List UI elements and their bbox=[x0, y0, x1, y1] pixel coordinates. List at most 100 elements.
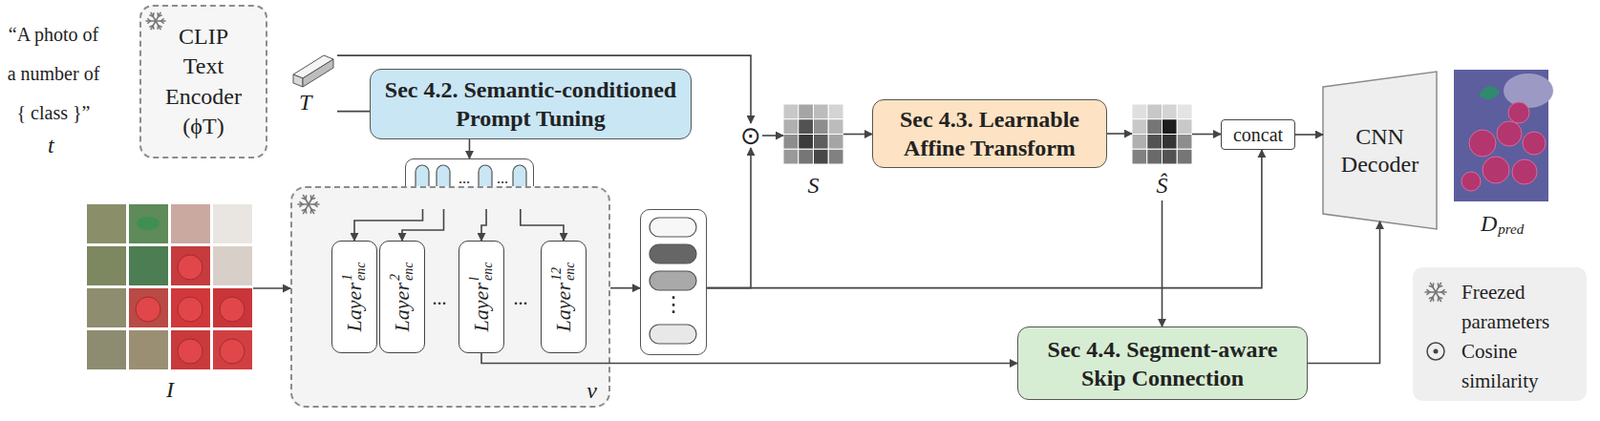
graphic-part bbox=[1431, 297, 1434, 301]
image-tile bbox=[86, 204, 127, 244]
bar-face bbox=[302, 59, 334, 87]
snowflake-icon bbox=[146, 12, 166, 29]
grid-cell bbox=[828, 104, 844, 120]
grid-cell bbox=[828, 134, 844, 150]
module-box: Sec 4.4. Segment-aware Skip Connection bbox=[1017, 326, 1308, 401]
connector-arrow bbox=[520, 209, 564, 241]
grid-cell bbox=[783, 104, 799, 120]
node-text: concat bbox=[1233, 125, 1283, 145]
grid-cell bbox=[1147, 104, 1163, 120]
score-map: Ŝ bbox=[1131, 104, 1193, 165]
grid-cell bbox=[1162, 119, 1178, 135]
legend-text: Cosine similarity bbox=[1461, 337, 1569, 397]
snowflake-icon bbox=[298, 194, 320, 214]
graphic-part bbox=[311, 209, 316, 211]
image-tile bbox=[86, 246, 127, 286]
grid-cell bbox=[1176, 119, 1193, 135]
legend-text: Freezed parameters bbox=[1461, 277, 1569, 338]
node-text: v bbox=[586, 379, 598, 403]
image-tile bbox=[170, 288, 211, 328]
grid-cell bbox=[1176, 134, 1193, 150]
legend-entry: Cosine similarity bbox=[1461, 337, 1569, 397]
snowflake-frame bbox=[292, 188, 325, 221]
node-text: enc bbox=[354, 262, 369, 281]
node-text: S bbox=[808, 173, 820, 197]
legend-entry: Freezed parameters bbox=[1461, 277, 1569, 338]
grid-cell bbox=[1162, 149, 1178, 165]
node-text: Layer bbox=[470, 282, 492, 332]
module-box: Sec 4.2. Semantic-conditioned Prompt Tun… bbox=[369, 68, 692, 140]
image-tile bbox=[170, 330, 211, 370]
node-text: Layer bbox=[343, 282, 365, 332]
feature-token bbox=[649, 244, 697, 264]
grid-cell bbox=[798, 119, 814, 135]
grid-cell bbox=[798, 104, 814, 120]
node-text: CNN Decoder bbox=[1332, 123, 1429, 179]
score-grid bbox=[783, 104, 844, 165]
grid-cell bbox=[1162, 104, 1178, 120]
grid-cell bbox=[828, 119, 844, 135]
symbol-label: D bbox=[1480, 212, 1497, 235]
segmented-strawberry bbox=[1512, 159, 1537, 185]
symbol-subscript: pred bbox=[1497, 222, 1524, 237]
grid-cell bbox=[798, 134, 814, 150]
node-text: enc bbox=[402, 262, 417, 281]
connector-arrow bbox=[481, 209, 487, 241]
trapezoid bbox=[1322, 71, 1437, 230]
graphic-part bbox=[149, 15, 153, 17]
connector-arrow bbox=[1295, 133, 1323, 136]
grid-cell bbox=[813, 119, 830, 135]
feature-token bbox=[649, 324, 697, 344]
segmented-strawberry bbox=[1482, 156, 1510, 184]
rotated-label: Layerlenc bbox=[468, 262, 496, 333]
encoder-layer: Layer2enc bbox=[379, 240, 426, 354]
symbol-label: t bbox=[47, 133, 55, 157]
image-tiles bbox=[86, 204, 254, 373]
connector-arrow bbox=[354, 209, 423, 241]
image-tile bbox=[213, 330, 253, 370]
graphic-part bbox=[299, 204, 303, 207]
connector-arrow bbox=[843, 133, 873, 136]
grid-cell bbox=[1147, 119, 1163, 135]
graphic-part bbox=[158, 25, 162, 27]
basket bbox=[1503, 73, 1554, 108]
node-text: Sec 4.3. Learnable Affine Transform bbox=[884, 105, 1095, 163]
leaf bbox=[1478, 85, 1500, 100]
snowflake-icon bbox=[1425, 282, 1447, 301]
encoder-layer: Layerlenc bbox=[458, 240, 505, 354]
grid-cell bbox=[1131, 119, 1148, 135]
node-text: Sec 4.4. Segment-aware Skip Connection bbox=[1029, 335, 1296, 393]
graphic-part bbox=[150, 21, 156, 30]
snowflake-frame bbox=[141, 6, 171, 36]
strawberry bbox=[135, 297, 161, 322]
image-tile bbox=[128, 246, 169, 286]
graphic-part bbox=[1427, 292, 1430, 295]
node-text: ... bbox=[496, 170, 509, 187]
graphic-part bbox=[303, 204, 310, 214]
token-vector: T bbox=[291, 47, 338, 119]
graphic-part bbox=[155, 12, 161, 22]
node-text: ... bbox=[458, 170, 470, 187]
index-stack: lenc bbox=[468, 262, 496, 281]
input-image: I bbox=[86, 204, 254, 373]
graphic-part bbox=[301, 197, 306, 199]
graphic-part bbox=[156, 13, 159, 17]
grid-cell bbox=[813, 104, 830, 120]
grid-cell bbox=[1162, 134, 1178, 150]
strawberry bbox=[219, 297, 245, 322]
strawberry bbox=[219, 339, 245, 364]
connector-arrow bbox=[1161, 200, 1164, 327]
grid-cell bbox=[1176, 149, 1193, 165]
node-text: l bbox=[468, 262, 482, 281]
image-tile bbox=[170, 204, 211, 244]
graphic-part bbox=[1430, 292, 1437, 302]
encoder-layer: Layer1enc bbox=[331, 240, 378, 354]
rotated-label: Layer2enc bbox=[388, 262, 417, 333]
node-text: Ŝ bbox=[1156, 173, 1169, 197]
grid-cell bbox=[783, 149, 799, 165]
node-text: ⋮ bbox=[662, 294, 684, 316]
image-tile bbox=[213, 204, 253, 244]
connector-arrow bbox=[337, 55, 751, 124]
image-tile bbox=[128, 204, 169, 244]
